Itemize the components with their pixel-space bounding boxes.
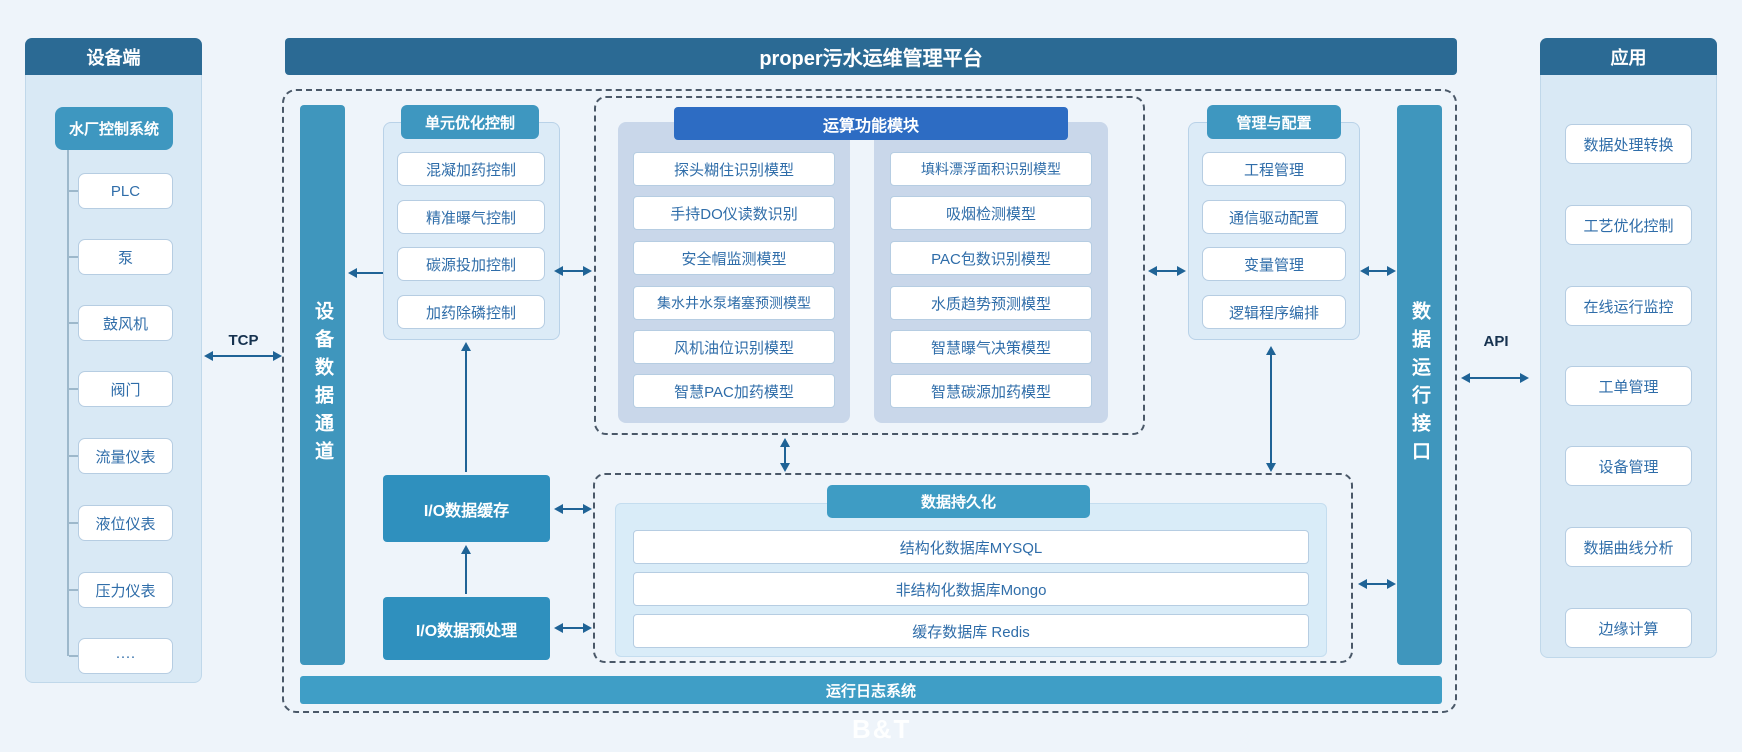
arrow-preprocess-to-cache bbox=[461, 545, 471, 594]
device-item-blower: 鼓风机 bbox=[78, 305, 173, 341]
unit-item-precise-aeration: 精准曝气控制 bbox=[397, 200, 545, 234]
app-panel-title: 应用 bbox=[1540, 38, 1717, 75]
app-item-work-order: 工单管理 bbox=[1565, 366, 1692, 406]
model-helmet-monitor: 安全帽监测模型 bbox=[633, 241, 835, 275]
compute-module-title: 运算功能模块 bbox=[674, 107, 1068, 140]
unit-control-title: 单元优化控制 bbox=[401, 105, 539, 139]
app-item-online-monitoring: 在线运行监控 bbox=[1565, 286, 1692, 326]
tree-stub bbox=[69, 455, 78, 457]
unit-item-carbon-dosing: 碳源投加控制 bbox=[397, 247, 545, 281]
device-item-pressure-meter: 压力仪表 bbox=[78, 572, 173, 608]
tree-stub bbox=[69, 190, 78, 192]
model-handheld-do-reading: 手持DO仪读数识别 bbox=[633, 196, 835, 230]
tree-stub bbox=[69, 522, 78, 524]
app-item-device-management: 设备管理 bbox=[1565, 446, 1692, 486]
device-tree-line bbox=[67, 150, 69, 656]
unit-item-phosphorus-removal: 加药除磷控制 bbox=[397, 295, 545, 329]
io-cache-box: I/O数据缓存 bbox=[383, 475, 550, 542]
mgmt-item-project: 工程管理 bbox=[1202, 152, 1346, 186]
app-item-data-curve-analysis: 数据曲线分析 bbox=[1565, 527, 1692, 567]
mgmt-item-logic-orchestration: 逻辑程序编排 bbox=[1202, 295, 1346, 329]
tree-stub bbox=[69, 256, 78, 258]
arrow-unit-module bbox=[554, 266, 592, 276]
tcp-label: TCP bbox=[228, 331, 259, 349]
persistence-title: 数据持久化 bbox=[827, 485, 1090, 518]
app-item-data-transform: 数据处理转换 bbox=[1565, 124, 1692, 164]
device-item-plc: PLC bbox=[78, 173, 173, 209]
arrow-unit-to-channel bbox=[348, 268, 383, 278]
db-mysql: 结构化数据库MYSQL bbox=[633, 530, 1309, 564]
io-preprocess-box: I/O数据预处理 bbox=[383, 597, 550, 660]
device-item-level-meter: 液位仪表 bbox=[78, 505, 173, 541]
api-label: API bbox=[1483, 332, 1509, 350]
plant-control-system-box: 水厂控制系统 bbox=[55, 107, 173, 150]
model-filler-floating-area: 填料漂浮面积识别模型 bbox=[890, 152, 1092, 186]
device-item-more: ···· bbox=[78, 638, 173, 674]
model-smoking-detection: 吸烟检测模型 bbox=[890, 196, 1092, 230]
data-run-interface-bar: 数据运行接口 bbox=[1397, 105, 1442, 665]
persistence-border bbox=[593, 473, 1353, 663]
device-item-pump: 泵 bbox=[78, 239, 173, 275]
tree-stub bbox=[69, 322, 78, 324]
platform-title: proper污水运维管理平台 bbox=[285, 38, 1457, 75]
device-panel-title: 设备端 bbox=[25, 38, 202, 75]
mgmt-item-comm-driver: 通信驱动配置 bbox=[1202, 200, 1346, 234]
tree-stub bbox=[69, 388, 78, 390]
model-smart-pac-dosing: 智慧PAC加药模型 bbox=[633, 374, 835, 408]
compute-module-border bbox=[594, 96, 1145, 435]
model-probe-fouling: 探头糊住识别模型 bbox=[633, 152, 835, 186]
arrow-module-persistence bbox=[780, 438, 790, 472]
db-mongo: 非结构化数据库Mongo bbox=[633, 572, 1309, 606]
device-item-flow-meter: 流量仪表 bbox=[78, 438, 173, 474]
arrow-cache-to-unit bbox=[461, 342, 471, 472]
arrow-tcp bbox=[204, 351, 282, 361]
model-smart-aeration-decision: 智慧曝气决策模型 bbox=[890, 330, 1092, 364]
management-title: 管理与配置 bbox=[1207, 105, 1341, 139]
arrow-api bbox=[1461, 373, 1529, 383]
arrow-management-persistence bbox=[1266, 346, 1276, 472]
device-item-valve: 阀门 bbox=[78, 371, 173, 407]
device-data-channel-bar: 设备数据通道 bbox=[300, 105, 345, 665]
arrow-persistence-interface bbox=[1358, 579, 1396, 589]
db-redis: 缓存数据库 Redis bbox=[633, 614, 1309, 648]
model-water-quality-trend: 水质趋势预测模型 bbox=[890, 286, 1092, 320]
watermark: B&T bbox=[852, 714, 912, 744]
mgmt-item-variable: 变量管理 bbox=[1202, 247, 1346, 281]
model-sump-pump-clog: 集水井水泵堵塞预测模型 bbox=[633, 286, 835, 320]
platform-border bbox=[282, 89, 1457, 713]
arrow-management-interface bbox=[1360, 266, 1396, 276]
arrow-preprocess-persistence bbox=[554, 623, 592, 633]
tree-stub bbox=[69, 589, 78, 591]
model-fan-oil-level: 风机油位识别模型 bbox=[633, 330, 835, 364]
arrow-cache-persistence bbox=[554, 504, 592, 514]
arrow-module-management bbox=[1148, 266, 1186, 276]
model-pac-bag-count: PAC包数识别模型 bbox=[890, 241, 1092, 275]
tree-stub bbox=[69, 655, 78, 657]
app-item-process-optimization: 工艺优化控制 bbox=[1565, 205, 1692, 245]
app-item-edge-computing: 边缘计算 bbox=[1565, 608, 1692, 648]
model-smart-carbon-dosing: 智慧碳源加药模型 bbox=[890, 374, 1092, 408]
run-log-bar: 运行日志系统 bbox=[300, 676, 1442, 704]
unit-item-coagulant-dosing: 混凝加药控制 bbox=[397, 152, 545, 186]
